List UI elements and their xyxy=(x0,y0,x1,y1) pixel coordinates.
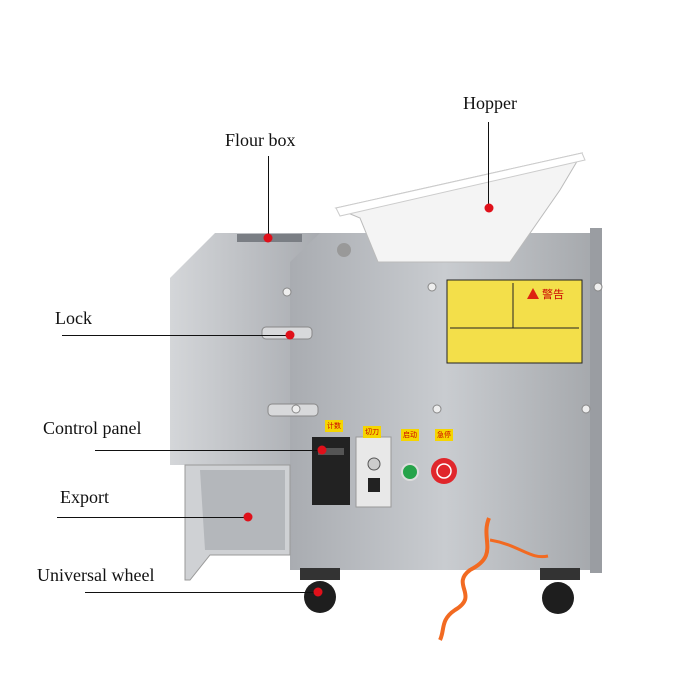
leader-line xyxy=(85,592,318,593)
emergency-stop-button xyxy=(431,458,457,484)
leader-line xyxy=(95,450,322,451)
marker-dot xyxy=(285,330,295,340)
speed-knob-panel xyxy=(355,436,392,508)
leader-line xyxy=(57,517,248,518)
power-cord xyxy=(438,517,491,641)
label-control-panel: Control panel xyxy=(43,418,142,438)
warning-sticker xyxy=(446,279,583,364)
marker-dot xyxy=(317,445,327,455)
panel-tag: 启动 xyxy=(401,429,419,441)
label-universal-wheel: Universal wheel xyxy=(37,565,155,585)
label-export: Export xyxy=(60,487,109,507)
leader-line xyxy=(62,335,290,336)
marker-dot xyxy=(243,512,253,522)
wheel xyxy=(542,582,574,614)
panel-tag: 计数 xyxy=(325,420,343,432)
leader-line xyxy=(268,156,269,238)
label-lock: Lock xyxy=(55,308,92,328)
label-flour-box: Flour box xyxy=(225,130,296,150)
marker-dot xyxy=(263,233,273,243)
warning-title: 警告 xyxy=(542,288,564,301)
panel-tag: 切刀 xyxy=(363,426,381,438)
start-button xyxy=(401,463,419,481)
marker-dot xyxy=(313,587,323,597)
marker-dot xyxy=(484,203,494,213)
label-hopper: Hopper xyxy=(463,93,517,113)
wheel xyxy=(304,581,336,613)
leader-line xyxy=(488,122,489,208)
panel-tag: 急停 xyxy=(435,429,453,441)
